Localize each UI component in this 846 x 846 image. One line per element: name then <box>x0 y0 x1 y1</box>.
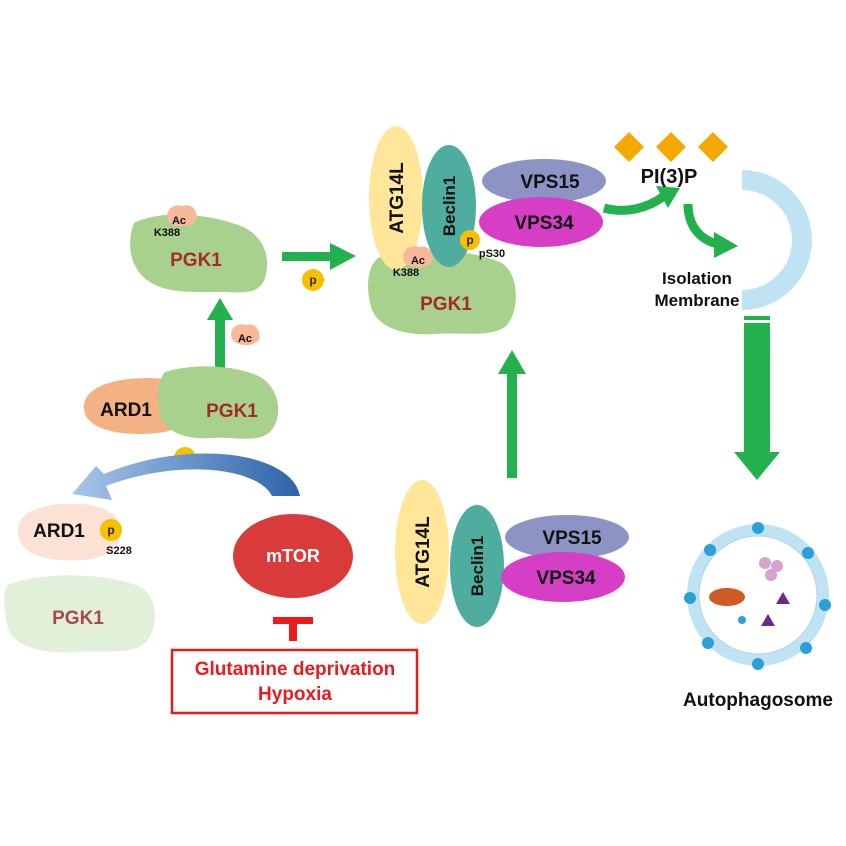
vps34-complex-active: PGK1 ATG14L VPS15 Beclin1 VPS34 p pS30 A… <box>368 126 606 335</box>
vesicle-dot <box>802 547 814 559</box>
cargo-particle <box>759 557 771 569</box>
phospho-beclin1: p <box>302 269 324 291</box>
vesicle-dot <box>752 522 764 534</box>
pgk1-released: PGK1 <box>4 575 156 653</box>
vesicle-dot <box>702 637 714 649</box>
vesicle-dot <box>819 599 831 611</box>
s228-label: S228 <box>106 545 132 557</box>
acetyl-group <box>403 246 433 268</box>
arrow-pgk1-to-complex <box>282 243 356 270</box>
arrow-mtor-phosphorylates-ard1 <box>72 453 300 500</box>
mtor-label: mTOR <box>266 546 320 566</box>
cargo-triangle <box>776 592 790 604</box>
vps15-label: VPS15 <box>520 172 580 193</box>
acetyl-label: Ac <box>238 333 252 345</box>
cargo-organelle <box>709 588 745 606</box>
acetyl-label: Ac <box>411 255 425 267</box>
phospho-label: p <box>107 523 114 537</box>
autophagosome-label: Autophagosome <box>683 690 833 711</box>
isolation-membrane-label-2: Membrane <box>654 291 739 310</box>
pi3p-diamond <box>698 132 728 162</box>
acetyl-group <box>167 205 197 227</box>
vesicle-dot <box>684 592 696 604</box>
autophagosome <box>684 522 831 670</box>
vps15-oval <box>505 515 629 559</box>
pi3p-molecules: PI(3)P <box>614 132 728 188</box>
atg14l-oval <box>395 480 449 624</box>
stress-line-2: Hypoxia <box>258 684 332 705</box>
inhibition-symbol <box>273 617 313 641</box>
isolation-membrane <box>742 170 812 310</box>
arrow-membrane-to-autophagosome <box>734 316 780 480</box>
atg14l-oval <box>369 126 423 270</box>
pgk1-blob-faded <box>4 575 156 653</box>
pgk1-blob-complex <box>368 250 516 335</box>
ps30-label: pS30 <box>479 248 505 260</box>
vps15-oval <box>482 159 606 203</box>
beclin1-oval <box>450 505 504 627</box>
pgk1-blob-bound <box>157 366 279 439</box>
mtor-node: mTOR <box>233 514 353 598</box>
arrow-vps34-to-pi3p <box>602 186 680 215</box>
vesicle-dot <box>752 658 764 670</box>
ard1-blob-faded <box>17 503 121 561</box>
pgk1-label: PGK1 <box>420 294 472 315</box>
pgk1-acetylated-complex: PGK1 Ac K388 <box>130 205 268 293</box>
pi3p-label: PI(3)P <box>641 166 698 188</box>
arrow-pi3p-to-membrane <box>683 203 738 258</box>
pgk1-label: PGK1 <box>52 608 104 629</box>
vps15-label: VPS15 <box>542 528 602 549</box>
pi3p-diamond <box>614 132 644 162</box>
pgk1-blob-acetylated <box>130 214 268 293</box>
vps34-label: VPS34 <box>536 568 596 589</box>
ard1-phosphorylated: ARD1 p S228 <box>17 503 132 561</box>
arrow-complex-up <box>498 350 526 478</box>
k388-label: K388 <box>393 267 419 279</box>
isolation-membrane-label-1: Isolation <box>662 269 732 288</box>
stress-conditions-box: Glutamine deprivation Hypoxia <box>170 648 419 715</box>
acetyl-group-free: Ac <box>231 324 260 346</box>
cargo-particle <box>771 560 783 572</box>
vps34-complex-inactive: ATG14L VPS15 Beclin1 VPS34 <box>395 480 629 627</box>
cargo-triangle <box>761 614 775 626</box>
pi3p-diamond <box>656 132 686 162</box>
stress-line-1: Glutamine deprivation <box>195 659 396 680</box>
beclin1-label: Beclin1 <box>440 176 459 236</box>
vps34-label: VPS34 <box>514 213 574 234</box>
pgk1-label: PGK1 <box>170 250 222 271</box>
ard1-label: ARD1 <box>100 400 152 421</box>
arrow-acetylation-up <box>207 298 233 368</box>
ard1-label: ARD1 <box>33 521 85 542</box>
atg14l-label: ATG14L <box>387 162 408 234</box>
atg14l-label: ATG14L <box>413 516 434 588</box>
phospho-label: p <box>466 233 473 247</box>
vesicle-dot <box>704 544 716 556</box>
ard1-pgk1-complex: ARD1 PGK1 <box>83 366 279 439</box>
vesicle-dot <box>800 642 812 654</box>
k388-label: K388 <box>154 227 180 239</box>
vps34-oval <box>479 197 603 247</box>
acetyl-label: Ac <box>172 215 186 227</box>
vesicle-dot <box>738 616 746 624</box>
beclin1-label: Beclin1 <box>468 536 487 596</box>
pgk1-label: PGK1 <box>206 401 258 422</box>
vps34-oval <box>501 552 625 602</box>
phospho-label: p <box>309 273 316 287</box>
cargo-particle <box>765 569 777 581</box>
